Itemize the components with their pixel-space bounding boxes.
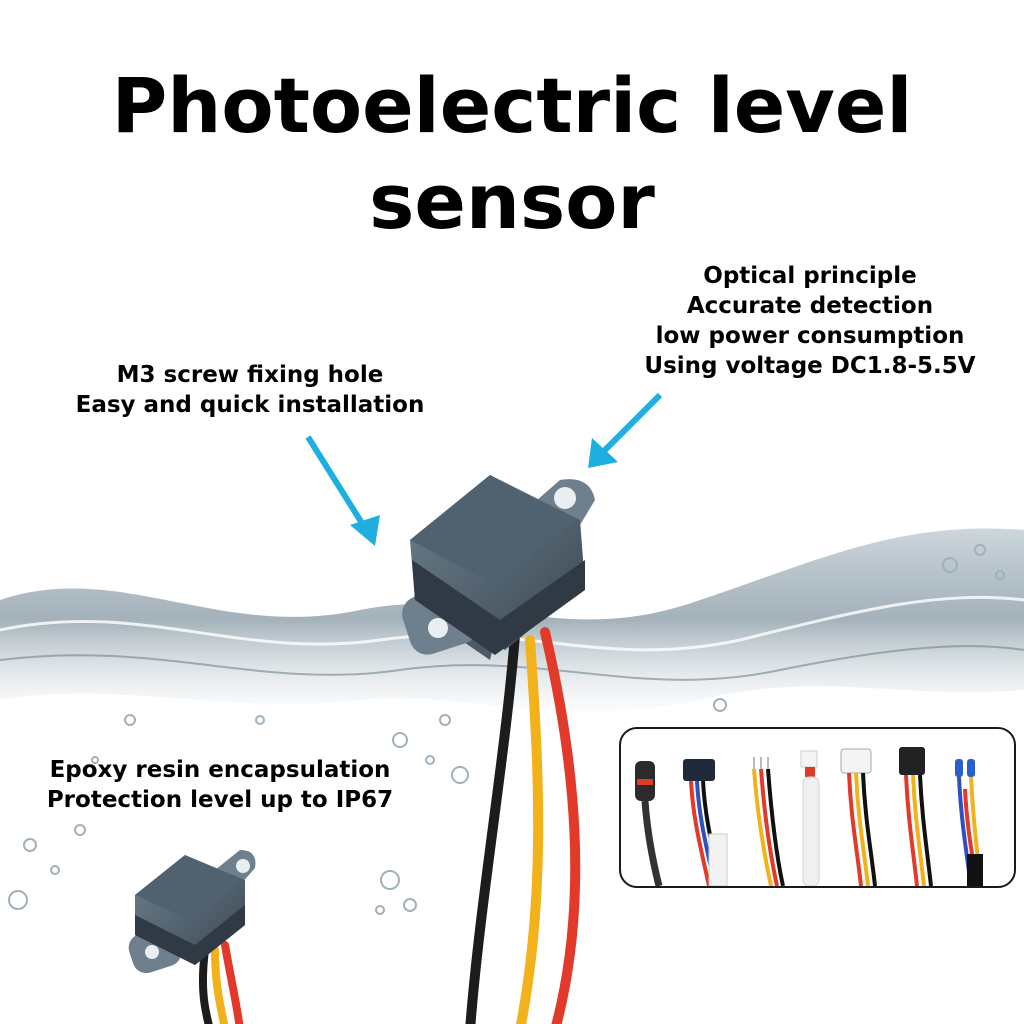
connector-crimp-terminals-icon (955, 759, 983, 886)
callout-line: Easy and quick installation (75, 392, 425, 418)
connector-round-icon (635, 761, 663, 886)
callout-line: Epoxy resin encapsulation (49, 757, 391, 783)
connector-bare-wires-icon (752, 757, 785, 886)
sensor-small-wires (198, 941, 244, 1024)
bubbles (8, 544, 1005, 915)
title-line-2: sensor (369, 157, 655, 246)
callout-line: Accurate detection (686, 293, 934, 319)
connector-white-sleeve-icon (800, 750, 820, 886)
page-title: Photoelectric level sensor (0, 58, 1024, 250)
callout-encapsulation: Epoxy resin encapsulation Protection lev… (20, 755, 420, 815)
callout-line: M3 screw fixing hole (116, 362, 384, 388)
callout-mounting: M3 screw fixing hole Easy and quick inst… (60, 360, 440, 420)
connector-variants-panel (619, 727, 1016, 888)
callout-line: Protection level up to IP67 (46, 787, 394, 813)
title-line-1: Photoelectric level (111, 61, 913, 150)
sensor-wires (465, 627, 581, 1024)
connector-housing-white-icon (840, 748, 877, 886)
connector-housing-dark-icon (899, 747, 933, 886)
sensor-small (128, 850, 256, 974)
callout-line: low power consumption (655, 323, 965, 349)
arrow-icon (305, 392, 663, 546)
callout-line: Optical principle (703, 263, 917, 289)
sensor-main (402, 475, 595, 660)
callout-line: Using voltage DC1.8-5.5V (644, 353, 976, 379)
connector-housing-black-icon (683, 759, 728, 886)
connector-variants-illustration (635, 747, 983, 886)
callout-optical: Optical principle Accurate detection low… (640, 261, 980, 381)
